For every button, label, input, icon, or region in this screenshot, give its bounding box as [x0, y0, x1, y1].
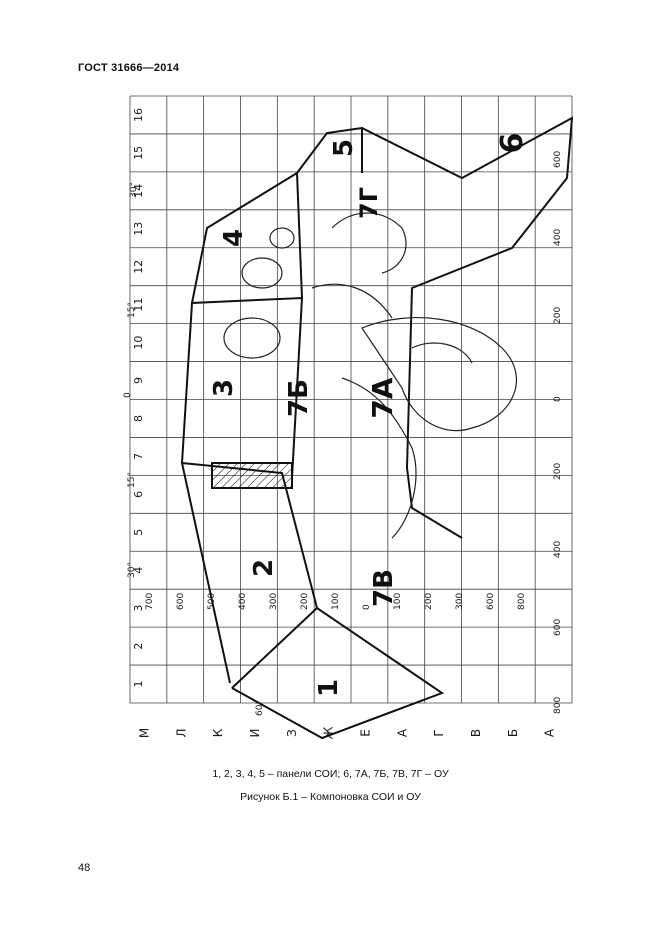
panel-label: 7Б: [284, 379, 314, 417]
scale-label: 300: [455, 593, 465, 610]
scale-label: 0: [362, 604, 372, 610]
grid-number-label: 14: [132, 184, 145, 198]
scale-label: 600: [176, 593, 186, 610]
grid-letter-label: А: [543, 728, 557, 737]
panel-5-outline: [296, 126, 363, 174]
scale-label: 200: [553, 307, 563, 324]
angle-label: 60°: [255, 700, 265, 716]
grid-number-label: 7: [132, 453, 145, 460]
hatched-area: [211, 462, 293, 489]
panel-6-outline: [361, 116, 574, 539]
grid-letter-label: Б: [506, 729, 520, 737]
scale-label: 200: [553, 463, 563, 480]
panel-label: 7В: [369, 569, 399, 607]
scale-label: 600: [553, 151, 563, 168]
angle-label: 30°: [129, 182, 139, 198]
panel-label: 4: [219, 229, 249, 247]
grid-letter-label: Ж: [322, 726, 336, 739]
grid-number-label: 9: [132, 377, 145, 384]
panel-label: 5: [329, 139, 359, 157]
scale-label: 700: [145, 593, 155, 610]
grid-number-label: 2: [132, 643, 145, 650]
scale-label: 200: [424, 593, 434, 610]
grid-letter-label: Л: [174, 728, 188, 737]
grid-number-label: 4: [132, 567, 145, 574]
figure-title: Рисунок Б.1 – Компоновка СОИ и ОУ: [240, 791, 421, 803]
scale-label: 400: [238, 593, 248, 610]
grid-letter-label: А: [395, 728, 409, 737]
panel-outlines: [180, 116, 574, 740]
grid-letter-label: В: [469, 729, 483, 737]
panel-label: 7А: [366, 377, 399, 418]
panel-4-outline: [191, 171, 303, 304]
scale-label: 600: [553, 619, 563, 636]
angle-label: 30°: [127, 562, 137, 578]
angle-label: 15°: [127, 302, 137, 318]
panel-label: 1: [314, 679, 344, 697]
grid-letter-label: Г: [432, 729, 446, 736]
scale-label: 400: [553, 541, 563, 558]
scale-label: 800: [553, 697, 563, 714]
scale-label: 400: [553, 229, 563, 246]
grid-letter-label: М: [137, 728, 151, 738]
panel-label: 6: [495, 133, 530, 154]
grid-letter-label: З: [285, 729, 299, 737]
scale-label: 100: [393, 593, 403, 610]
page-number: 48: [78, 862, 91, 874]
panel-label: 2: [249, 559, 279, 577]
grid-letter-label: Е: [358, 729, 372, 737]
grid-number-label: 5: [132, 529, 145, 536]
panel-1-outline: [231, 606, 445, 740]
scale-label: 100: [331, 593, 341, 610]
angle-label: 15°: [127, 472, 137, 488]
panel-label: 3: [209, 379, 239, 397]
grid-number-label: 6: [132, 491, 145, 498]
grid-number-label: 12: [132, 260, 145, 274]
panel-3-outline: [181, 296, 304, 479]
grid-number-label: 1: [132, 681, 145, 688]
grid-number-label: 13: [132, 222, 145, 236]
grid-letter-label: И: [248, 729, 262, 738]
grid-number-label: 15: [132, 146, 145, 160]
grid-letter-label: К: [211, 728, 225, 737]
grid-number-label: 10: [132, 336, 145, 350]
figure-legend: 1, 2, 3, 4, 5 – панели СОИ; 6, 7А, 7Б, 7…: [212, 768, 449, 780]
grid-number-label: 3: [132, 605, 145, 612]
grid-number-label: 16: [132, 108, 145, 122]
panel-label: 7Г: [355, 187, 383, 219]
scale-label: 500: [207, 593, 217, 610]
scale-label: 200: [300, 593, 310, 610]
scale-label: 0: [553, 396, 563, 402]
angle-label: 0: [123, 392, 133, 398]
scale-label: 800: [517, 593, 527, 610]
scale-label: 300: [269, 593, 279, 610]
operator-sketch: [223, 212, 518, 539]
document-header: ГОСТ 31666—2014: [78, 62, 180, 74]
grid: [129, 95, 573, 704]
grid-number-label: 11: [132, 298, 145, 312]
scale-label: 600: [486, 593, 496, 610]
grid-number-label: 8: [132, 415, 145, 422]
